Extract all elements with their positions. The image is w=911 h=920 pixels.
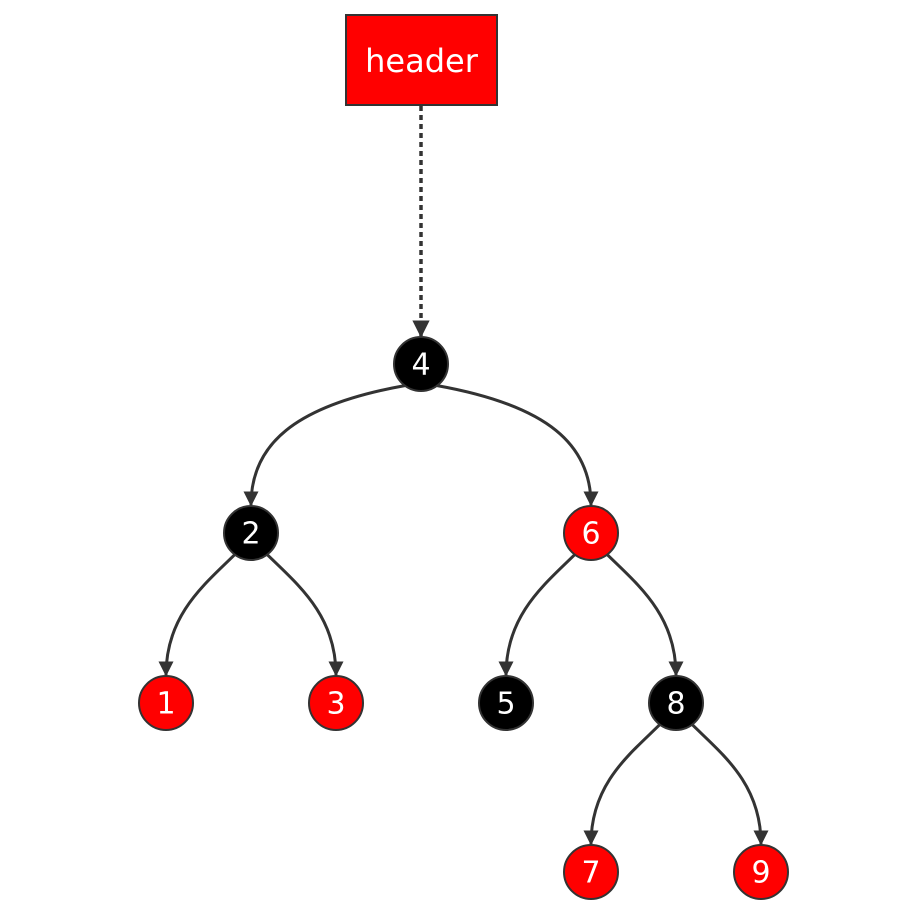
node-circle-3 <box>308 675 364 731</box>
tree-node-7: 7 <box>563 844 619 900</box>
node-circle-5 <box>478 675 534 731</box>
edge-2-to-1 <box>158 553 236 677</box>
node-circle-6 <box>563 505 619 561</box>
node-label-4: 4 <box>411 348 430 383</box>
node-label-6: 6 <box>581 517 600 552</box>
header-layer: header <box>345 14 498 106</box>
edge-8-to-9 <box>691 723 769 846</box>
edge-6-to-8 <box>606 553 684 677</box>
tree-node-5: 5 <box>478 675 534 731</box>
tree-node-9: 9 <box>733 844 789 900</box>
edge-8-to-7 <box>583 723 661 846</box>
edge-6-to-5 <box>498 553 576 677</box>
tree-node-4: 4 <box>393 336 449 392</box>
edge-2-to-3 <box>266 553 344 677</box>
tree-node-1: 1 <box>138 675 194 731</box>
node-label-7: 7 <box>581 856 600 891</box>
header-label: header <box>365 42 479 80</box>
node-label-8: 8 <box>666 687 685 722</box>
node-circle-4 <box>393 336 449 392</box>
node-label-9: 9 <box>751 856 770 891</box>
node-circle-9 <box>733 844 789 900</box>
node-circle-2 <box>223 505 279 561</box>
node-circle-8 <box>648 675 704 731</box>
edge-4-to-2 <box>243 384 406 507</box>
edges-layer <box>158 106 769 846</box>
header-box <box>345 14 498 106</box>
tree-node-3: 3 <box>308 675 364 731</box>
node-label-1: 1 <box>156 687 175 722</box>
node-label-3: 3 <box>326 687 345 722</box>
node-circle-7 <box>563 844 619 900</box>
nodes-layer: 4 2 6 1 3 5 8 7 9 <box>138 336 789 900</box>
node-label-5: 5 <box>496 687 515 722</box>
tree-node-2: 2 <box>223 505 279 561</box>
node-circle-1 <box>138 675 194 731</box>
node-label-2: 2 <box>241 517 260 552</box>
tree-node-8: 8 <box>648 675 704 731</box>
tree-node-6: 6 <box>563 505 619 561</box>
edge-4-to-6 <box>436 384 599 507</box>
